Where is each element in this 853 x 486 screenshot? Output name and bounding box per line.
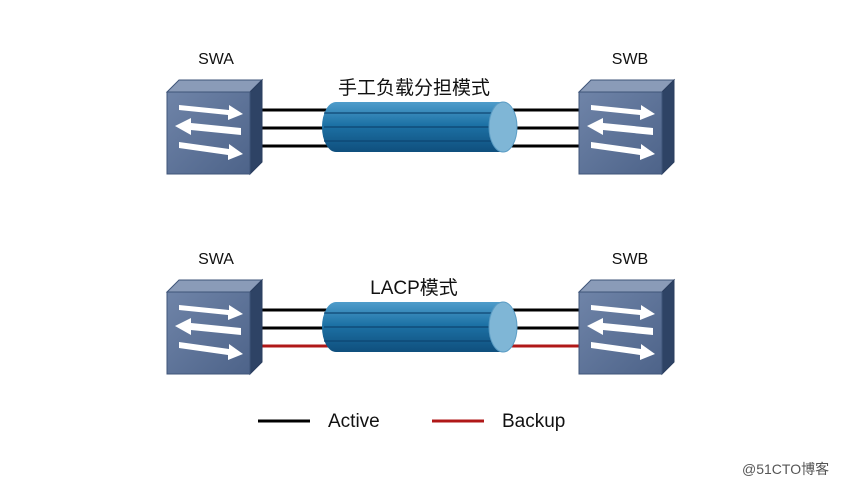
switch-icon	[578, 279, 675, 375]
switch-icon	[166, 79, 263, 175]
left-switch-label: SWA	[198, 251, 234, 268]
section-2: LACP模式 SWA SWB	[166, 251, 675, 375]
link-bundle-icon	[322, 101, 518, 153]
section-1: 手工负载分担模式 SWA SWB	[166, 51, 675, 175]
sections: 手工负载分担模式 SWA SWB LACP模式 SWA SWB	[166, 51, 675, 375]
watermark: @51CTO博客	[742, 461, 829, 477]
mode-title: LACP模式	[370, 277, 458, 299]
legend-active-label: Active	[328, 411, 380, 432]
right-switch-label: SWB	[612, 51, 648, 68]
mode-title: 手工负载分担模式	[338, 77, 490, 99]
link-bundle-icon	[322, 301, 518, 353]
switch-icon	[166, 279, 263, 375]
switch-icon	[578, 79, 675, 175]
legend-backup-label: Backup	[502, 411, 565, 432]
legend: Active Backup	[258, 411, 565, 432]
left-switch-label: SWA	[198, 51, 234, 68]
right-switch-label: SWB	[612, 251, 648, 268]
